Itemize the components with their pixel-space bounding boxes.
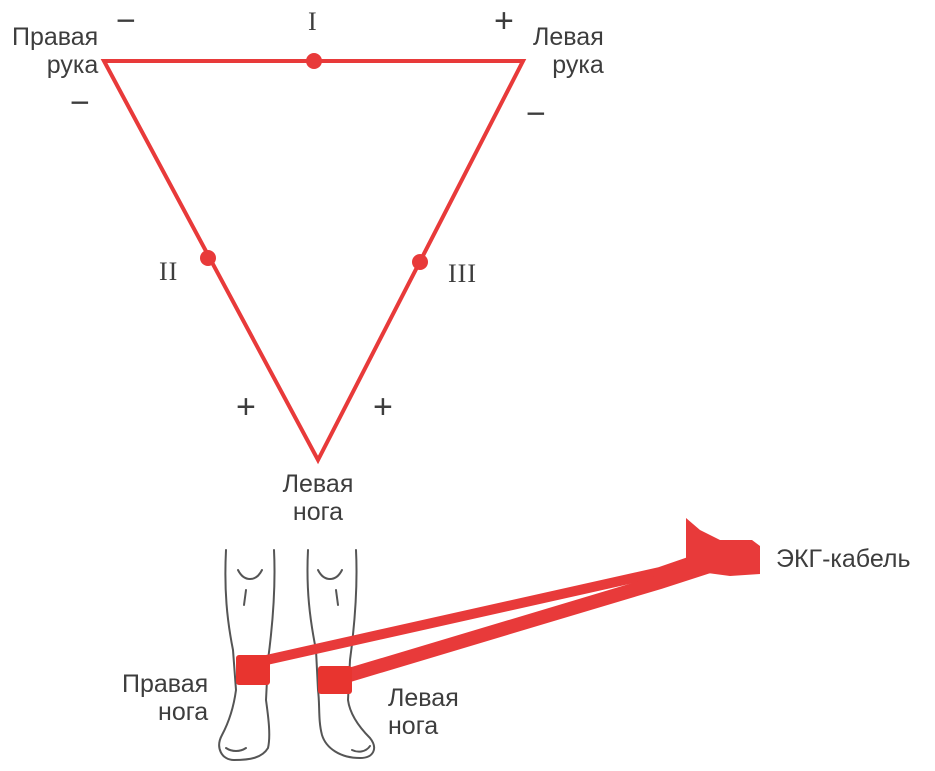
right-arm-label-line-2: рука xyxy=(46,51,99,79)
ecg-wires xyxy=(257,547,729,683)
right-leg-bottom-label-line-1: Правая xyxy=(122,670,209,698)
lead-3-label: III xyxy=(448,259,477,288)
lead2-right-arm-polarity: − xyxy=(70,84,90,122)
lead3-left-leg-polarity: + xyxy=(373,388,393,426)
right-foot-toes xyxy=(225,747,247,752)
left-knee-line xyxy=(335,589,339,606)
right-leg-bottom-label: Правая нога xyxy=(122,670,208,726)
ecg-cable-label: ЭКГ-кабель xyxy=(776,545,911,573)
lead2-left-leg-polarity: + xyxy=(236,388,256,426)
lead3-left-arm-polarity: − xyxy=(526,95,546,133)
right-leg-electrode xyxy=(236,655,270,685)
left-leg-electrode xyxy=(318,666,352,694)
left-arm-label: Левая рука xyxy=(533,23,604,79)
left-leg-outline xyxy=(306,549,376,759)
right-leg-wire xyxy=(257,547,723,666)
right-arm-label-line-1: Правая xyxy=(12,23,99,51)
lead-1-axis-dot xyxy=(306,53,322,69)
right-knee-line xyxy=(243,589,247,606)
left-leg-top-label: Левая нога xyxy=(270,470,366,526)
lead-3-axis-dot xyxy=(412,254,428,270)
left-leg-top-label-line-1: Левая xyxy=(282,470,354,498)
right-arm-label: Правая рука xyxy=(12,23,98,79)
right-knee-mark xyxy=(237,569,263,580)
left-foot-toes xyxy=(351,745,371,753)
lead-2-axis-dot xyxy=(200,250,216,266)
lead-1-label: I xyxy=(308,7,318,36)
right-leg-outline xyxy=(218,549,276,761)
right-leg-bottom-label-line-2: нога xyxy=(158,698,209,726)
lead-2-label: II xyxy=(159,257,179,286)
left-leg-wire xyxy=(339,555,729,683)
left-leg-bottom-label-line-1: Левая xyxy=(388,684,459,712)
left-leg-bottom-label: Левая нога xyxy=(388,684,459,740)
lead1-left-arm-polarity: + xyxy=(494,2,514,40)
left-knee-mark xyxy=(317,569,343,580)
left-arm-label-line-1: Левая xyxy=(533,23,604,51)
left-arm-label-line-2: рука xyxy=(552,51,604,79)
left-leg-top-label-line-2: нога xyxy=(292,498,344,526)
left-leg-bottom-label-line-2: нога xyxy=(388,712,439,740)
ecg-cable-connector xyxy=(686,518,760,576)
lead1-right-arm-polarity: − xyxy=(116,2,136,40)
